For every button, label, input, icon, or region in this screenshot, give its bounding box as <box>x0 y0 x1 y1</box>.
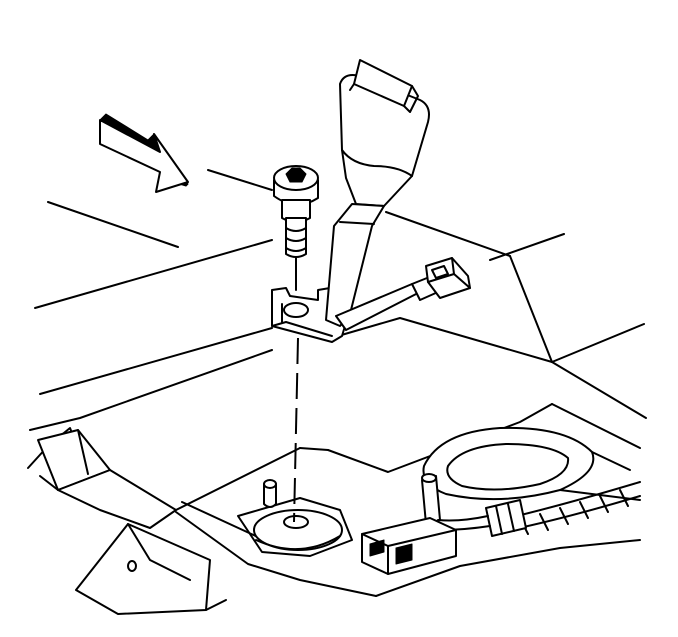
locator-pin <box>263 479 277 508</box>
mounting-bolt <box>273 165 319 291</box>
electrical-connector <box>361 517 457 575</box>
wire-harness <box>421 473 491 531</box>
view-arrow <box>99 113 189 193</box>
seat-belt-buckle <box>325 59 430 327</box>
upper-connector <box>425 257 471 299</box>
floor-grommet <box>422 426 641 501</box>
floor-bolt-hole <box>237 497 353 557</box>
alignment-dashed-line <box>293 337 299 523</box>
lower-left-tray <box>75 523 227 615</box>
wire-bundle <box>485 481 641 537</box>
left-console-block <box>37 429 177 529</box>
